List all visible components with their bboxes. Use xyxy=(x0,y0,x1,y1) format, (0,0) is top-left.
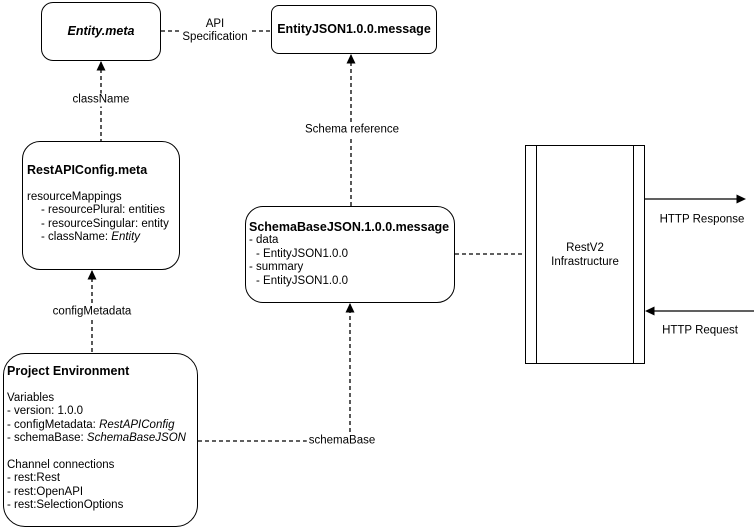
project-env-variable: - version: 1.0.0 xyxy=(7,405,84,418)
edge-http-request-arrowhead xyxy=(645,306,655,316)
edge-label-schema-base: schemaBase xyxy=(306,434,378,448)
project-env-channel: - rest:SelectionOptions xyxy=(7,499,124,512)
project-env-section-channels: Channel connections xyxy=(7,458,115,471)
edge-schema-base xyxy=(198,304,351,442)
project-env-channel: - rest:OpenAPI xyxy=(7,485,84,498)
edge-label-config-metadata: configMetadata xyxy=(50,305,134,319)
edge-schema-base-arrowhead xyxy=(345,303,355,313)
restapiconfig-item-value: Entity xyxy=(111,231,141,244)
project-env-variable: - schemaBase: SchemaBaseJSON xyxy=(7,432,195,445)
restapiconfig-item: - resourcePlural: entities xyxy=(41,204,165,217)
spacer xyxy=(27,177,175,190)
spacer xyxy=(7,378,195,391)
node-restv2-infrastructure-label: RestV2 Infrastructure xyxy=(551,241,619,269)
node-restv2-infrastructure: RestV2 Infrastructure xyxy=(525,145,645,364)
restapiconfig-item: - className: Entity xyxy=(27,231,175,244)
project-env-variable: - configMetadata: RestAPIConfig xyxy=(7,419,195,432)
edge-label-api-specification-line2: Specification xyxy=(182,31,248,43)
schemabasejson-item: - data xyxy=(249,234,279,247)
node-entityjson-message: EntityJSON1.0.0.message xyxy=(271,5,437,54)
node-project-environment-title: Project Environment xyxy=(7,364,130,378)
schemabasejson-item: - summary xyxy=(249,261,304,274)
restapiconfig-section: resourceMappings xyxy=(27,190,122,203)
node-restapiconfig-meta: RestAPIConfig.meta resourceMappings - re… xyxy=(22,141,180,270)
node-entity-meta-title: Entity.meta xyxy=(67,23,135,38)
edge-label-api-specification-line1: API xyxy=(205,18,225,30)
process-box-right-bar xyxy=(633,146,634,363)
node-schemabasejson-message: SchemaBaseJSON.1.0.0.message - data - En… xyxy=(245,206,455,303)
project-env-variable-value: RestAPIConfig xyxy=(99,418,175,431)
edge-config-metadata-arrowhead xyxy=(87,270,97,280)
edge-schema-reference-arrowhead xyxy=(346,54,356,64)
edge-label-http-response: HTTP Response xyxy=(657,213,747,227)
schemabasejson-item: - EntityJSON1.0.0 xyxy=(256,274,349,287)
edge-label-api-specification: API Specification xyxy=(180,18,250,44)
project-env-variable-value: SchemaBaseJSON xyxy=(86,432,186,445)
edge-http-response-arrowhead xyxy=(736,194,746,204)
restapiconfig-item: - resourceSingular: entity xyxy=(41,217,169,230)
restv2-label-line1: RestV2 xyxy=(566,241,604,254)
project-env-section-variables: Variables xyxy=(7,391,55,404)
project-env-variable-label: - configMetadata: xyxy=(7,418,100,431)
restv2-label-line2: Infrastructure xyxy=(551,255,619,268)
node-entity-meta: Entity.meta xyxy=(41,2,161,61)
process-box-left-bar xyxy=(536,146,537,363)
node-entityjson-message-title: EntityJSON1.0.0.message xyxy=(277,21,431,36)
edge-label-http-request: HTTP Request xyxy=(660,324,740,338)
edge-label-schema-reference: Schema reference xyxy=(303,123,401,137)
node-schemabasejson-title: SchemaBaseJSON.1.0.0.message xyxy=(249,220,450,234)
spacer xyxy=(7,445,195,458)
node-restapiconfig-title: RestAPIConfig.meta xyxy=(27,163,148,177)
project-env-variable-label: - schemaBase: xyxy=(7,432,87,445)
edge-label-classname: className xyxy=(70,93,132,107)
node-project-environment: Project Environment Variables - version:… xyxy=(3,353,198,527)
restapiconfig-item-label: - className: xyxy=(41,231,112,244)
edge-classname-arrowhead xyxy=(96,61,106,71)
schemabasejson-item: - EntityJSON1.0.0 xyxy=(256,247,349,260)
project-env-channel: - rest:Rest xyxy=(7,472,61,485)
